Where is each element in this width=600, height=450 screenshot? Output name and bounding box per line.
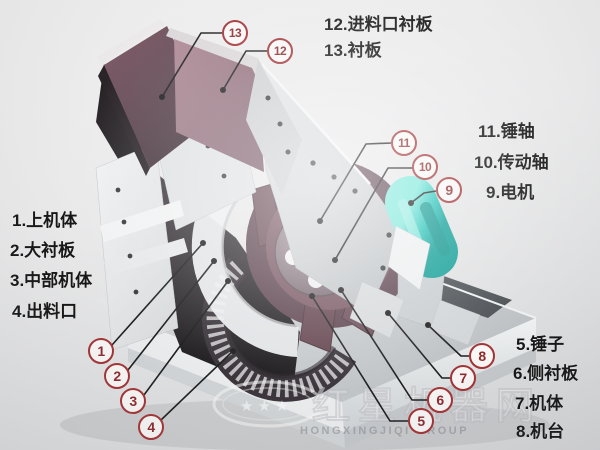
callout-circle-10: 10 <box>412 154 438 180</box>
anchor-dot-4 <box>230 348 236 354</box>
part-label-11: 11.锤轴 <box>478 122 535 141</box>
leader-line-8 <box>427 324 469 357</box>
part-label-13: 13.衬板 <box>324 41 382 60</box>
part-label-12: 12.进料口衬板 <box>324 15 433 34</box>
anchor-dot-7 <box>385 310 391 316</box>
anchor-dot-8 <box>425 322 431 328</box>
leader-line-10 <box>334 167 414 261</box>
anchor-dot-11 <box>317 218 323 224</box>
callout-circle-3: 3 <box>120 388 146 414</box>
anchor-dot-9 <box>408 200 414 206</box>
part-label-10: 10.传动轴 <box>474 153 549 172</box>
part-label-1: 1.上机体 <box>12 211 78 230</box>
anchor-dot-10 <box>332 257 338 263</box>
anchor-dot-5 <box>309 293 315 299</box>
anchor-dot-3 <box>225 278 231 284</box>
leader-line-12 <box>222 50 267 91</box>
leader-line-4 <box>160 350 234 421</box>
callout-circle-8: 8 <box>469 343 495 369</box>
leader-line-9 <box>410 190 437 204</box>
leader-line-2 <box>127 260 215 371</box>
callout-circle-1: 1 <box>88 338 114 364</box>
leader-line-13 <box>161 32 222 98</box>
callout-circle-13: 13 <box>222 20 248 46</box>
part-label-7: 7.机体 <box>515 394 564 413</box>
part-label-6: 6.侧衬板 <box>513 364 579 383</box>
callout-circle-4: 4 <box>138 414 164 440</box>
leader-line-1 <box>111 242 204 346</box>
part-label-8: 8.机台 <box>516 422 565 441</box>
callout-circle-6: 6 <box>427 387 453 413</box>
leader-line-3 <box>143 280 229 396</box>
callout-circle-5: 5 <box>408 408 434 434</box>
callout-circle-7: 7 <box>450 365 476 391</box>
part-label-4: 4.出料口 <box>12 302 78 321</box>
anchor-dot-2 <box>211 258 217 264</box>
anchor-dot-12 <box>220 87 226 93</box>
anchor-dot-1 <box>200 240 206 246</box>
part-label-5: 5.锤子 <box>516 335 565 354</box>
leader-line-5 <box>311 295 408 422</box>
part-label-2: 2.大衬板 <box>10 241 76 260</box>
callout-circle-2: 2 <box>104 363 130 389</box>
anchor-dot-13 <box>159 94 165 100</box>
callout-circle-12: 12 <box>267 38 293 64</box>
part-label-3: 3.中部机体 <box>10 271 93 290</box>
callout-circle-11: 11 <box>391 130 417 156</box>
anchor-dot-6 <box>338 287 344 293</box>
part-label-9: 9.电机 <box>486 183 535 202</box>
callout-circle-9: 9 <box>436 177 462 203</box>
leader-line-7 <box>387 312 450 379</box>
